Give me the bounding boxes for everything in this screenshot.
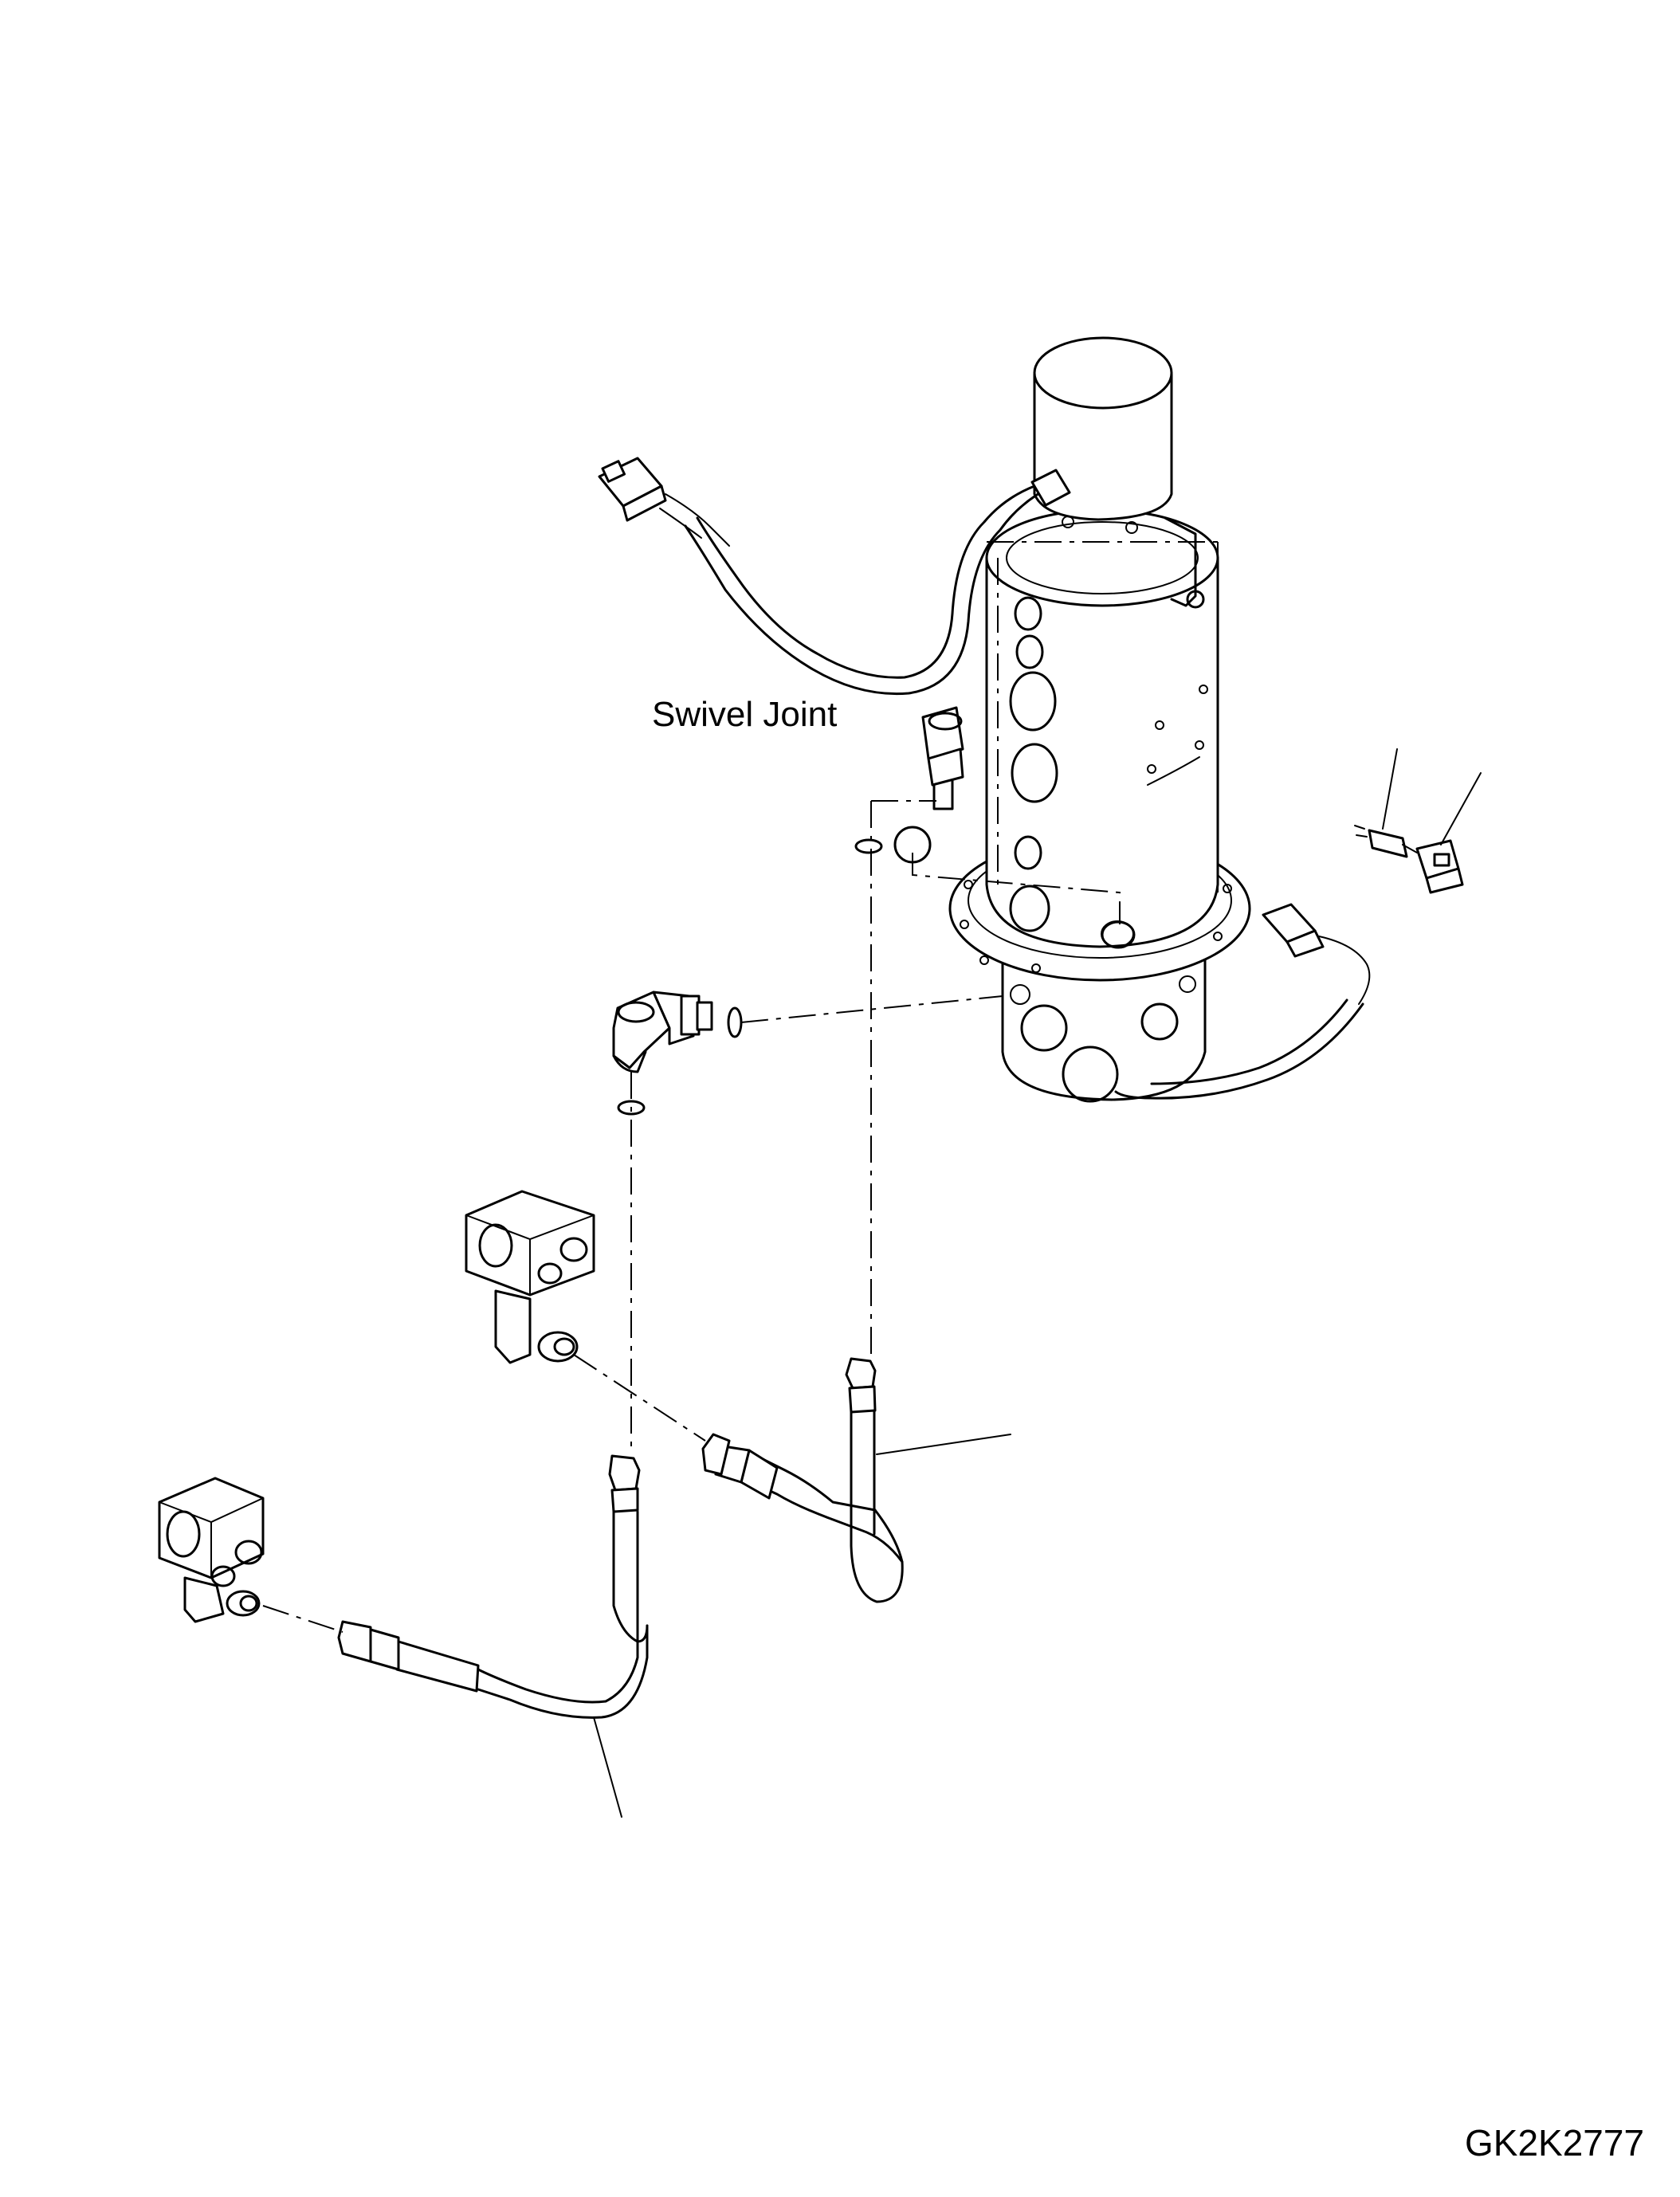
connector-part [1354,748,1482,894]
hose-upper [701,1357,1011,1603]
drawing-code-label: GK2K2777 [1465,2122,1645,2164]
straight-fitting [921,706,964,810]
valve-block-lower [158,1477,265,1623]
base-harness [1114,903,1371,1100]
assembly-lines [262,541,1219,1633]
o-ring [854,838,883,854]
swivel-joint [948,336,1251,1103]
swivel-joint-label: Swivel Joint [652,695,838,734]
o-ring [1101,920,1136,949]
sensor-harness [598,457,1071,696]
hose-lower [337,1454,649,1818]
o-ring [617,1100,646,1116]
o-ring [727,1006,743,1038]
valve-block-upper [465,1190,595,1364]
elbow-fitting [612,991,713,1073]
